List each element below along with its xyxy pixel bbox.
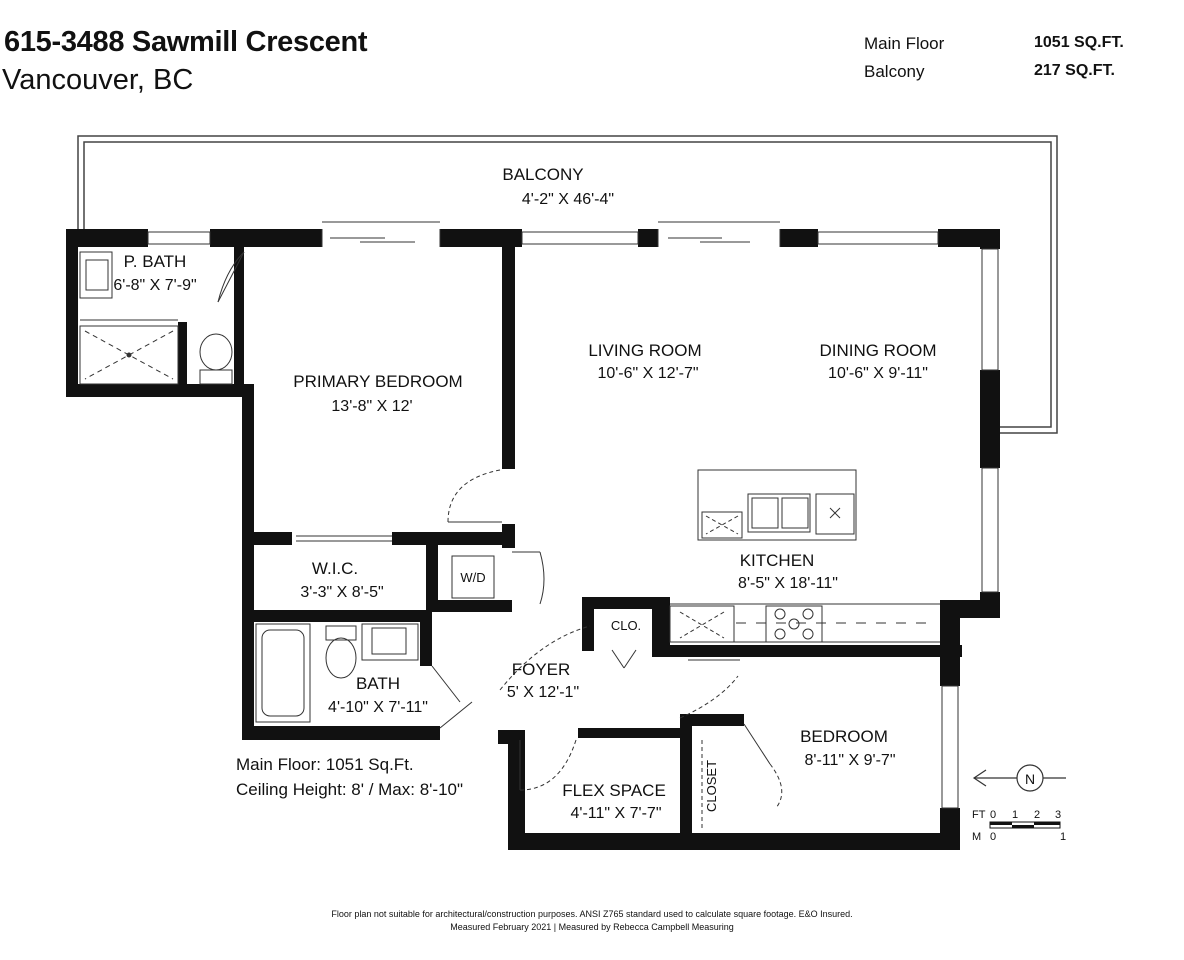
flex-space-dim: 4'-11" X 7'-7" <box>571 805 662 822</box>
wic-name: W.I.C. <box>312 559 358 578</box>
bedroom-dim: 8'-11" X 9'-7" <box>805 752 896 769</box>
balcony-outline <box>77 135 1058 434</box>
primary-bedroom-dim: 13'-8" X 12' <box>331 398 412 415</box>
flex-space-name: FLEX SPACE <box>562 781 666 800</box>
scale-ft-tick: 1 <box>1012 809 1018 821</box>
plan-notes: Main Floor: 1051 Sq.Ft. Ceiling Height: … <box>236 752 463 802</box>
windows <box>147 231 999 809</box>
area-value-balcony: 217 SQ.FT. <box>1034 62 1115 79</box>
area-label-balcony: Balcony <box>864 62 925 81</box>
p-bath-dim: 6'-8" X 7'-9" <box>113 277 196 294</box>
door-swings <box>217 251 783 809</box>
wic-dim: 3'-3" X 8'-5" <box>300 584 383 601</box>
scale-bar: FT 0 1 2 3 M 0 1 <box>972 809 1066 843</box>
area-label-main-floor: Main Floor <box>864 34 945 53</box>
compass-label: N <box>1025 771 1035 787</box>
primary-bedroom-name: PRIMARY BEDROOM <box>293 372 462 391</box>
dining-room-name: DINING ROOM <box>819 341 936 360</box>
listing-city: Vancouver, BC <box>2 64 194 96</box>
walls <box>66 229 1000 850</box>
scale-m-label: M <box>972 831 981 843</box>
balcony-dim: 4'-2" X 46'-4" <box>522 191 614 208</box>
scale-ft-tick: 0 <box>990 809 996 821</box>
compass-icon <box>972 764 1066 792</box>
closet-label-clo: CLO. <box>611 618 641 633</box>
area-value-main-floor: 1051 SQ.FT. <box>1034 34 1124 51</box>
dining-room-dim: 10'-6" X 9'-11" <box>828 365 928 382</box>
closet-label-bedroom: CLOSET <box>704 760 719 812</box>
wd-label: W/D <box>460 570 485 585</box>
living-room-dim: 10'-6" X 12'-7" <box>597 365 698 382</box>
scale-ft-label: FT <box>972 809 986 821</box>
foyer-dim: 5' X 12'-1" <box>507 684 579 701</box>
bedroom-name: BEDROOM <box>800 727 888 746</box>
note-main-floor: Main Floor: 1051 Sq.Ft. <box>236 755 414 774</box>
scale-m-tick: 0 <box>990 831 996 843</box>
disclaimer-footer: Floor plan not suitable for architectura… <box>0 908 1184 934</box>
scale-ft-tick: 3 <box>1055 809 1061 821</box>
scale-ft-tick: 2 <box>1034 809 1040 821</box>
bath-name: BATH <box>356 674 400 693</box>
listing-address: 615-3488 Sawmill Crescent <box>4 26 368 58</box>
note-ceiling-height: Ceiling Height: 8' / Max: 8'-10" <box>236 780 464 799</box>
fixtures <box>79 251 940 830</box>
kitchen-dim: 8'-5" X 18'-11" <box>738 575 838 592</box>
sliding-doors <box>296 221 781 661</box>
room-labels: BALCONY 4'-2" X 46'-4" P. BATH 6'-8" X 7… <box>113 165 936 822</box>
bath-dim: 4'-10" X 7'-11" <box>328 699 428 716</box>
balcony-name: BALCONY <box>502 165 583 184</box>
p-bath-name: P. BATH <box>124 252 187 271</box>
living-room-name: LIVING ROOM <box>588 341 701 360</box>
disclaimer-line-1: Floor plan not suitable for architectura… <box>331 909 853 919</box>
scale-m-tick: 1 <box>1060 831 1066 843</box>
disclaimer-line-2: Measured February 2021 | Measured by Reb… <box>450 922 734 932</box>
foyer-name: FOYER <box>512 660 571 679</box>
kitchen-name: KITCHEN <box>740 551 815 570</box>
